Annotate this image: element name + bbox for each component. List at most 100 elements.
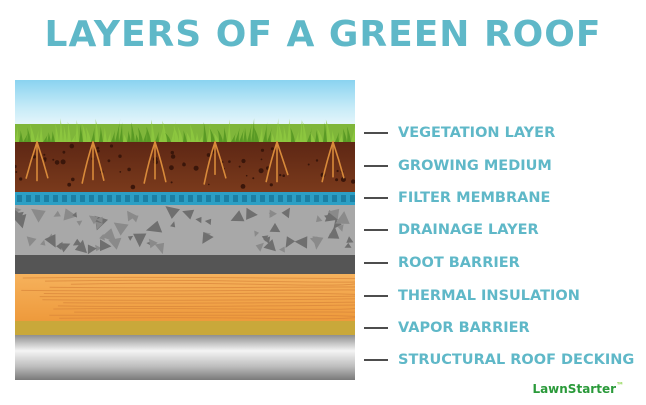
gravel-stone xyxy=(99,234,106,241)
gravel-stone xyxy=(72,238,82,246)
grass-blade xyxy=(271,133,275,142)
gravel-stone xyxy=(95,244,102,252)
insulation-streak xyxy=(49,314,355,317)
grass-blade xyxy=(199,133,204,142)
structural-roof-decking-band xyxy=(15,335,355,380)
grass-blade xyxy=(243,127,247,142)
soil-stone xyxy=(43,153,46,156)
grass-blade xyxy=(239,126,245,142)
soil-stone xyxy=(109,144,114,148)
gravel-stone xyxy=(127,235,134,241)
grass-blade xyxy=(231,132,237,142)
soil-stone xyxy=(315,159,319,162)
grass-blade xyxy=(342,128,347,142)
grass-blade xyxy=(19,130,23,142)
gravel-stone xyxy=(145,220,163,233)
grass-blade xyxy=(159,123,164,142)
gravel-stone xyxy=(346,236,354,243)
soil-stone xyxy=(206,153,211,157)
membrane-dash xyxy=(17,195,22,202)
grass-blade xyxy=(91,127,95,142)
grass-blade xyxy=(247,121,253,142)
insulation-streak xyxy=(21,289,355,292)
grass-blade xyxy=(55,123,59,142)
membrane-dash xyxy=(314,195,319,202)
soil-stone xyxy=(107,159,111,163)
grass-blade xyxy=(67,121,71,142)
soil-stone xyxy=(69,143,75,149)
gravel-stone xyxy=(182,209,195,220)
soil-stone xyxy=(182,162,186,167)
gravel-stone xyxy=(96,216,103,224)
soil-stone xyxy=(118,154,122,158)
grass-blade xyxy=(177,126,183,142)
membrane-dash xyxy=(143,195,148,202)
membrane-dash xyxy=(134,195,139,202)
grass-blade xyxy=(173,126,179,142)
soil-stone xyxy=(228,160,231,163)
gravel-stone xyxy=(26,236,37,247)
grass-blade xyxy=(35,130,39,142)
plant-root xyxy=(276,141,289,176)
insulation-streak xyxy=(49,286,355,289)
membrane-dash xyxy=(197,195,202,202)
leader-line xyxy=(364,262,388,264)
gravel-stone xyxy=(263,239,276,252)
drainage-gravel xyxy=(15,206,354,255)
grass-blade xyxy=(267,126,273,142)
gravel-stone xyxy=(15,214,27,229)
grass-blade xyxy=(275,118,279,142)
gravel-stone xyxy=(268,212,274,218)
membrane-dash xyxy=(62,195,67,202)
insulation-streak xyxy=(39,295,355,298)
membrane-dash xyxy=(251,195,256,202)
gravel-stone xyxy=(165,206,180,219)
grass-blades xyxy=(15,118,355,142)
grass-blade xyxy=(189,124,195,142)
gravel-stone xyxy=(101,228,117,243)
layer-labels: VEGETATION LAYER GROWING MEDIUM FILTER M… xyxy=(364,0,646,405)
grass-blade xyxy=(85,126,91,142)
membrane-dash xyxy=(125,195,130,202)
grass-blade xyxy=(307,127,313,142)
grass-blade xyxy=(135,133,139,142)
gravel-stone xyxy=(344,242,352,248)
grass-blade xyxy=(23,132,29,142)
soil-stone xyxy=(252,177,255,180)
membrane-dash xyxy=(224,195,229,202)
gravel-stone xyxy=(133,233,147,248)
gravel-stone xyxy=(324,210,339,222)
soil-stone xyxy=(71,177,75,182)
soil-stone xyxy=(336,169,339,173)
soil-stone xyxy=(351,179,355,184)
grass-blade xyxy=(103,126,107,142)
grass-blade xyxy=(253,126,259,142)
gravel-stone xyxy=(44,234,56,248)
soil-stone xyxy=(340,177,346,182)
insulation-streak xyxy=(70,282,355,286)
gravel-stone xyxy=(113,222,129,236)
soil-stone xyxy=(15,171,18,173)
grass-blade xyxy=(251,118,255,142)
gravel-stone xyxy=(127,210,137,222)
grass-blade xyxy=(195,132,199,142)
grass-blade xyxy=(43,133,49,142)
gravel-stone xyxy=(53,210,61,217)
soil-stone xyxy=(97,149,100,153)
membrane-dash xyxy=(116,195,121,202)
gravel-stone xyxy=(59,243,71,253)
grass-blade xyxy=(171,120,176,142)
grass-blade xyxy=(287,118,291,142)
gravel-stone xyxy=(170,221,176,228)
soil-stone xyxy=(269,183,273,187)
gravel-stone xyxy=(108,237,122,250)
plant-root xyxy=(332,141,345,179)
soil-stone xyxy=(258,168,264,174)
gravel-stone xyxy=(87,244,97,255)
gravel-stone xyxy=(88,215,99,225)
grass-blade xyxy=(209,128,215,142)
grass-blade xyxy=(27,127,31,142)
grass-blade xyxy=(299,119,303,142)
gravel-stone xyxy=(56,241,63,251)
grass-blade xyxy=(325,119,331,142)
